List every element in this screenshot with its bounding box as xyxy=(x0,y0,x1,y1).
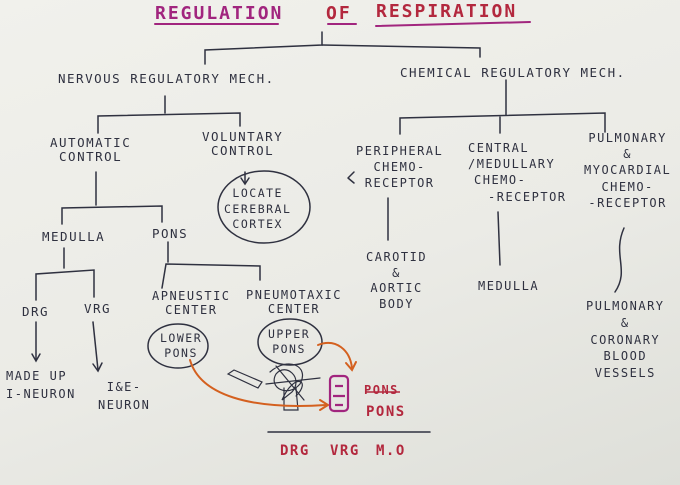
connector-title-nervous xyxy=(204,31,323,65)
connector-title-chemical xyxy=(321,44,481,58)
title-regulation: REGULATION xyxy=(155,3,284,24)
connector-pulmonary-stem xyxy=(614,227,625,293)
connector-pons-split xyxy=(161,263,261,289)
footer-drg: DRG xyxy=(280,443,310,459)
connector-chemical-split xyxy=(399,112,606,135)
pons-correction-label: PONS xyxy=(366,404,406,420)
connector-vrg-arrow xyxy=(92,321,99,371)
circle-pneumotaxic xyxy=(257,318,323,366)
connector-central-stem xyxy=(497,211,501,266)
circle-apneustic xyxy=(147,323,209,369)
scribble-drawing xyxy=(226,363,321,401)
pons-struck-label: PONS xyxy=(364,383,399,397)
medulla-label: MEDULLA xyxy=(42,229,106,244)
pons-box xyxy=(328,374,350,413)
title-respiration: RESPIRATION xyxy=(376,1,518,22)
chemical-mech-label: CHEMICAL REGULATORY MECH. xyxy=(400,65,626,80)
footer-vrg: VRG xyxy=(330,443,360,459)
circle-voluntary xyxy=(217,170,311,244)
pons-label: PONS xyxy=(152,226,189,241)
connector-nervous-split xyxy=(97,112,241,134)
connector-automatic-split xyxy=(61,205,163,225)
orange-arrow-lower xyxy=(189,359,327,407)
footer-mo: M.O xyxy=(376,443,406,459)
central-medulla-label: MEDULLA xyxy=(478,279,540,293)
drg-label: DRG xyxy=(22,304,50,319)
title-of: OF xyxy=(326,3,352,24)
vrg-label: VRG xyxy=(84,301,112,316)
connector-medulla-split xyxy=(35,269,95,301)
vrg-note: I&E-NEURON xyxy=(98,380,151,412)
nervous-mech-label: NERVOUS REGULATORY MECH. xyxy=(58,71,275,86)
title-underline-3 xyxy=(375,21,531,27)
orange-arrow-upper xyxy=(317,342,353,369)
